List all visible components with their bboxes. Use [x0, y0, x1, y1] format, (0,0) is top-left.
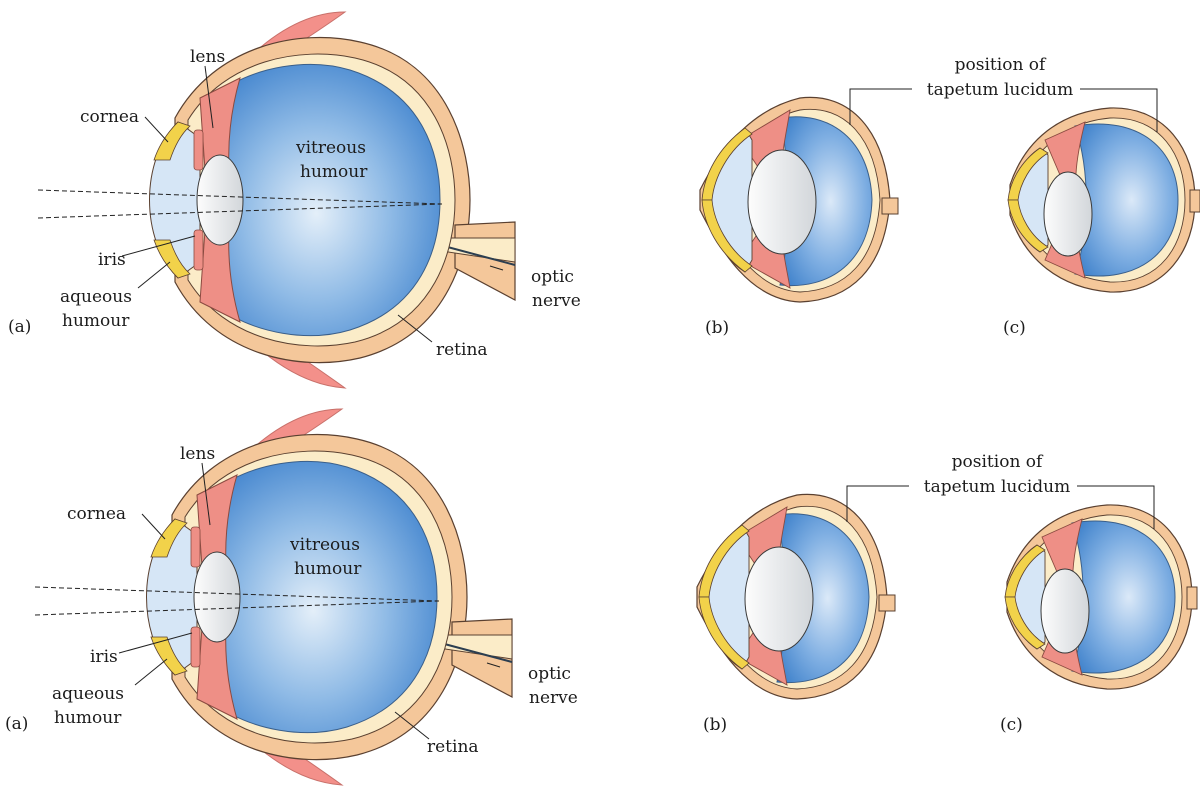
- optic-nerve-label-line1: optic: [528, 664, 571, 684]
- aqueous-label-line1: aqueous: [52, 684, 124, 704]
- main-eye-a-top: [37, 11, 516, 389]
- small-eye-c-bottom: [1004, 504, 1198, 690]
- tapetum-label-line2: tapetum lucidum: [924, 477, 1071, 497]
- optic-nerve-label-line1: optic: [531, 267, 574, 287]
- iris-label: iris: [90, 647, 118, 667]
- retina-label: retina: [427, 737, 479, 757]
- vitreous-label-line2: humour: [294, 559, 362, 579]
- tapetum-leader-c: [1077, 485, 1155, 529]
- tapetum-label-line1: position of: [952, 452, 1044, 472]
- tapetum-label-line2: tapetum lucidum: [927, 80, 1074, 100]
- cornea-label: cornea: [80, 107, 139, 127]
- small-eye-b-bottom: [696, 493, 896, 700]
- iris-label: iris: [98, 250, 126, 270]
- small-eye-c-top: [1007, 107, 1200, 293]
- vitreous-label-line1: vitreous: [289, 535, 360, 555]
- tapetum-leader-c: [1080, 88, 1158, 132]
- vitreous-label-line1: vitreous: [295, 138, 366, 158]
- small-eye-b-top: [699, 96, 899, 303]
- aqueous-label-line2: humour: [62, 311, 130, 331]
- panel-label-c: (c): [1003, 318, 1026, 338]
- main-eye-a-bottom: [34, 408, 513, 786]
- aqueous-label-line2: humour: [54, 708, 122, 728]
- aqueous-label-line1: aqueous: [60, 287, 132, 307]
- retina-label: retina: [436, 340, 488, 360]
- lens-label: lens: [190, 47, 225, 67]
- tapetum-leader-b: [846, 485, 909, 522]
- panel-label-a: (a): [8, 317, 31, 337]
- figure-top: position of tapetum lucidum lens cornea …: [8, 11, 1200, 389]
- optic-nerve-label-line2: nerve: [532, 291, 581, 311]
- panel-label-b: (b): [705, 318, 729, 338]
- panel-label-a: (a): [5, 714, 28, 734]
- tapetum-label-line1: position of: [955, 55, 1047, 75]
- tapetum-leader-b: [849, 88, 912, 125]
- panel-label-c: (c): [1000, 715, 1023, 735]
- vitreous-label-line2: humour: [300, 162, 368, 182]
- lens-label: lens: [180, 444, 215, 464]
- figure-bottom: position of tapetum lucidum lens cornea …: [5, 408, 1198, 786]
- panel-label-b: (b): [703, 715, 727, 735]
- optic-nerve-label-line2: nerve: [529, 688, 578, 708]
- cornea-label: cornea: [67, 504, 126, 524]
